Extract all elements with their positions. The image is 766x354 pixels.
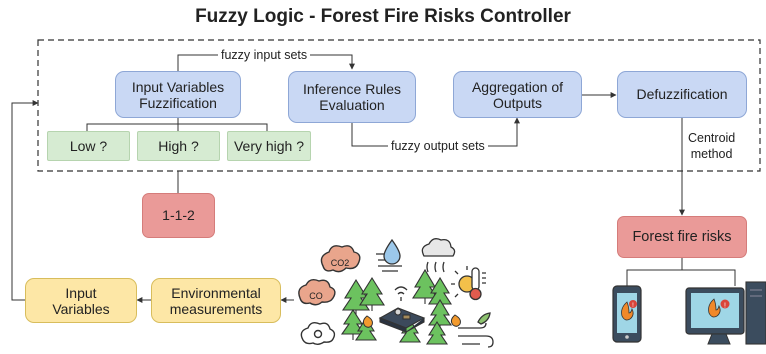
wind-icon xyxy=(458,312,494,348)
flame-icon xyxy=(362,314,461,328)
diagram-title: Fuzzy Logic - Forest Fire Risks Controll… xyxy=(195,6,571,27)
smartphone-alert-icon: ! xyxy=(612,285,642,343)
high-label: High ? xyxy=(158,137,199,154)
high-membership-box: High ? xyxy=(137,131,220,161)
pine-tree-icon xyxy=(340,268,453,345)
svg-text:!: ! xyxy=(632,303,634,309)
svg-text:!: ! xyxy=(724,303,726,310)
humidity-drop-icon xyxy=(376,238,402,272)
arrow-input-to-fuzzification xyxy=(11,100,39,301)
very-high-membership-box: Very high ? xyxy=(227,131,311,161)
fuzzy-output-sets-label: fuzzy output sets xyxy=(388,139,488,153)
microcontroller-board-icon xyxy=(378,307,426,333)
membership-branches xyxy=(86,118,268,131)
defuzzification-node: Defuzzification xyxy=(617,71,747,118)
device-branches xyxy=(626,258,736,286)
co-cloud-icon: CO xyxy=(298,278,336,306)
rain-cloud-icon xyxy=(421,238,456,273)
fire-risks-node: Forest fire risks xyxy=(617,216,747,258)
monitor-alert-icon: ! xyxy=(685,281,766,345)
rule-code-label: 1-1-2 xyxy=(162,207,195,223)
gear-cloud-icon xyxy=(300,321,336,345)
sensor-illustration: CO2 CO xyxy=(298,238,494,348)
defuzzification-label: Defuzzification xyxy=(636,86,728,102)
co2-cloud-icon: CO2 xyxy=(320,245,361,273)
low-membership-box: Low ? xyxy=(47,131,130,161)
rule-code-node: 1-1-2 xyxy=(142,193,215,238)
wifi-icon xyxy=(394,286,408,301)
fire-risks-label: Forest fire risks xyxy=(632,228,732,245)
temperature-sun-icon xyxy=(451,266,486,301)
co-cloud-label: CO xyxy=(309,291,323,301)
fuzzy-input-sets-label: fuzzy input sets xyxy=(218,48,311,62)
low-label: Low ? xyxy=(69,137,108,154)
very-high-label: Very high ? xyxy=(233,137,305,154)
co2-cloud-label: CO2 xyxy=(331,258,350,268)
